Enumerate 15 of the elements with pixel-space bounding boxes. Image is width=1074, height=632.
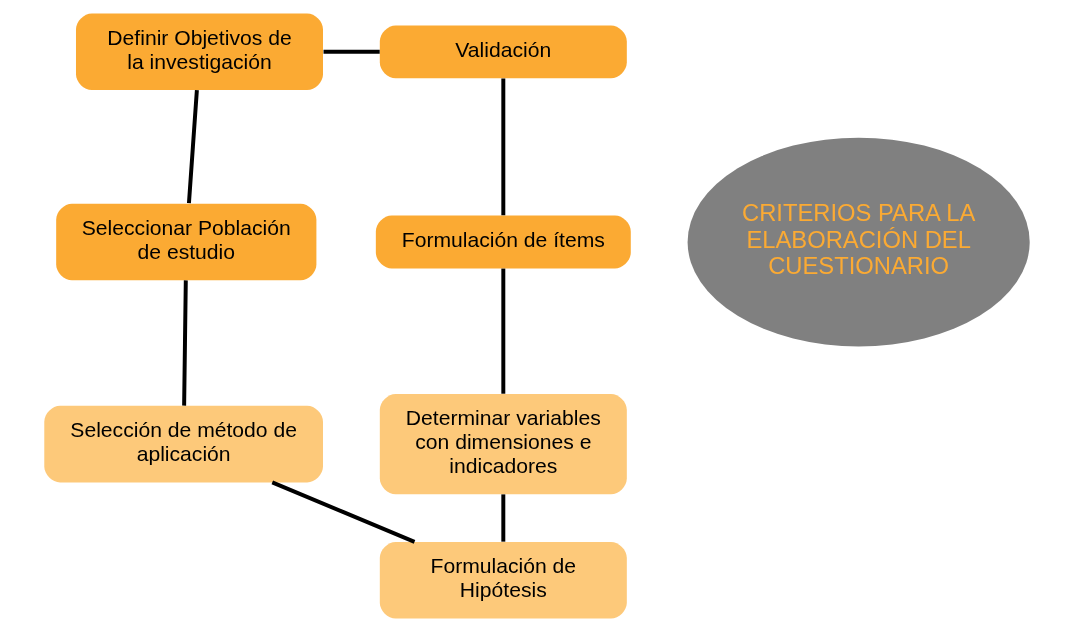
- connector: [186, 90, 199, 204]
- node-box: Validación: [379, 25, 627, 79]
- connector: [501, 78, 506, 216]
- connector: [271, 480, 416, 544]
- node-box: Seleccionar Población de estudio: [56, 203, 317, 281]
- node-box: Selección de método de aplicación: [44, 405, 323, 483]
- connector: [501, 494, 506, 542]
- node-box: Formulación de Hipótesis: [379, 541, 627, 619]
- connector: [182, 280, 188, 406]
- connector: [501, 268, 506, 394]
- node-ellipse: CRITERIOS PARA LA ELABORACIÓN DEL CUESTIONARIO: [687, 137, 1030, 347]
- node-box: Formulación de ítems: [375, 215, 631, 269]
- node-box: Definir Objetivos de la investigación: [76, 13, 323, 91]
- node-box: Determinar variables con dimensiones e indicadores: [379, 393, 627, 495]
- connector: [323, 49, 380, 54]
